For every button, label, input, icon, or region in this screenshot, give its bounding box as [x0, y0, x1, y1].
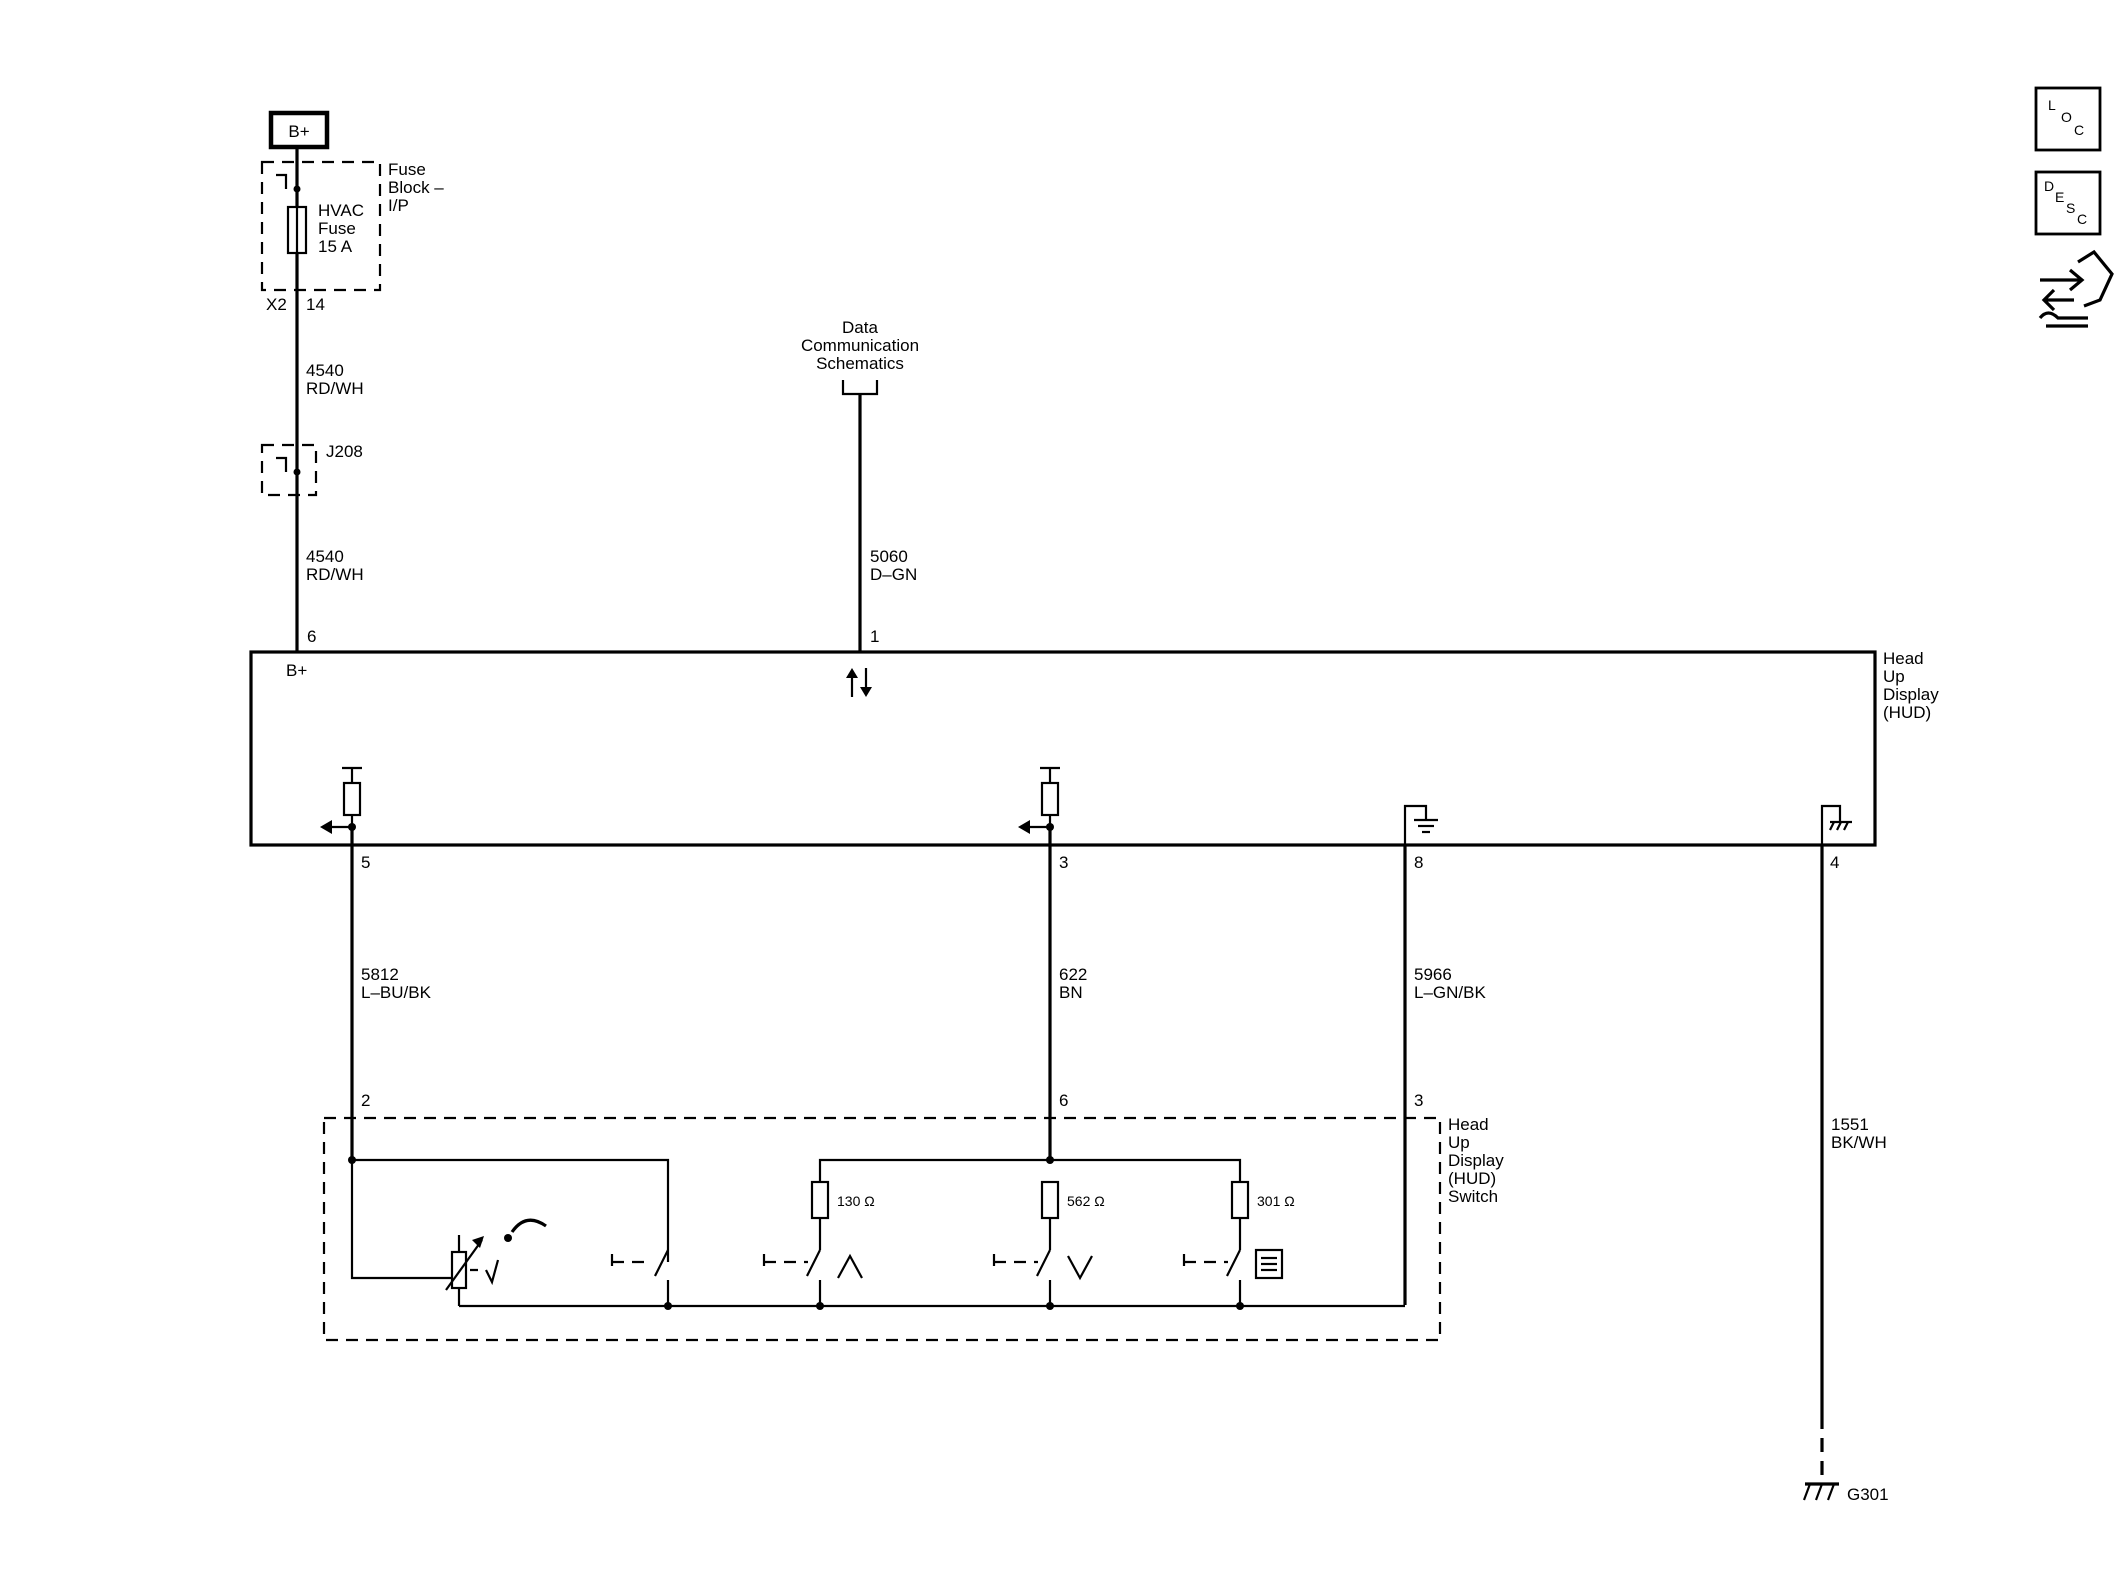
wire-5060-color: D–GN — [870, 565, 917, 584]
hud-switch: Head Up Display (HUD) Switch 2 6 3 — [322, 1091, 1504, 1342]
ground-g301-icon — [1802, 1482, 1839, 1501]
loc-letter-c: C — [2074, 122, 2084, 138]
splice-label: J208 — [326, 442, 363, 461]
wire-1551-circuit: 1551 — [1831, 1115, 1869, 1134]
hud-pin-6: 6 — [307, 627, 316, 646]
desc-letter-d: D — [2044, 178, 2054, 194]
hud-switch-label-4: (HUD) — [1448, 1169, 1496, 1188]
data-comm-label-2: Communication — [801, 336, 919, 355]
fuse-connector-label: X2 — [266, 295, 287, 314]
loc-letter-o: O — [2061, 109, 2072, 125]
wire-622-color: BN — [1059, 983, 1083, 1002]
loc-icon[interactable]: L O C — [2034, 86, 2102, 152]
data-comm-label-1: Data — [842, 318, 878, 337]
data-communication-reference: Data Communication Schematics 5060 D–GN — [801, 318, 919, 652]
hud-switch-pin-2: 2 — [361, 1091, 370, 1110]
pullup-resistor-pin5-icon — [320, 766, 362, 834]
dimmer-rheostat-icon — [445, 1218, 547, 1291]
hud-switch-label-2: Up — [1448, 1133, 1470, 1152]
hud-switch-pin-6: 6 — [1059, 1091, 1068, 1110]
hud-label-1: Head — [1883, 649, 1924, 668]
resistor-562-label: 562 Ω — [1067, 1193, 1105, 1209]
hud-label-2: Up — [1883, 667, 1905, 686]
ground-label: G301 — [1847, 1485, 1889, 1504]
chassis-ground-pin4-icon — [1820, 804, 1852, 845]
desc-letter-s: S — [2066, 200, 2075, 216]
hud-pin-4: 4 — [1830, 853, 1839, 872]
hud-bplus-label: B+ — [286, 661, 307, 680]
hud-switch-pin-3: 3 — [1414, 1091, 1423, 1110]
hud-pin-8: 8 — [1414, 853, 1423, 872]
hud-label-4: (HUD) — [1883, 703, 1931, 722]
fuse-label-2: Fuse — [318, 219, 356, 238]
pullup-resistor-pin3-icon — [1018, 766, 1060, 834]
hud-switch-label-5: Switch — [1448, 1187, 1498, 1206]
loc-letter-l: L — [2048, 97, 2056, 113]
down-switch-icon — [992, 1249, 1093, 1306]
hud-pin-3: 3 — [1059, 853, 1068, 872]
power-label: B+ — [288, 122, 309, 141]
resistor-130-label: 130 Ω — [837, 1193, 875, 1209]
fuse-label-1: HVAC — [318, 201, 364, 220]
wire-4540-upper-circuit: 4540 — [306, 361, 344, 380]
signal-ground-pin8-icon — [1403, 804, 1438, 845]
hud-pin-1: 1 — [870, 627, 879, 646]
fuse-pin-label: 14 — [306, 295, 325, 314]
fuse-block-label-1: Fuse — [388, 160, 426, 179]
hud-switch-label-1: Head — [1448, 1115, 1489, 1134]
hud-switch-label-3: Display — [1448, 1151, 1504, 1170]
hud-enable-switch-icon — [610, 1249, 670, 1306]
power-source-b-plus: B+ — [268, 110, 330, 150]
fuse-label-3: 15 A — [318, 237, 353, 256]
fuse-block: Fuse Block – I/P HVAC Fuse 15 A X2 14 — [260, 147, 444, 314]
wire-5966-color: L–GN/BK — [1414, 983, 1486, 1002]
wire-1551-color: BK/WH — [1831, 1133, 1887, 1152]
desc-letter-e: E — [2055, 189, 2064, 205]
wire-4540-lower-circuit: 4540 — [306, 547, 344, 566]
desc-icon[interactable]: D E S C — [2034, 170, 2102, 236]
wire-5812-circuit: 5812 — [361, 965, 399, 984]
wire-5812-color: L–BU/BK — [361, 983, 432, 1002]
resistor-301-label: 301 Ω — [1257, 1193, 1295, 1209]
wire-5060-circuit: 5060 — [870, 547, 908, 566]
hud-pin-5: 5 — [361, 853, 370, 872]
up-switch-icon — [762, 1249, 863, 1306]
serial-data-arrows-icon — [846, 668, 872, 697]
wire-4540-lower-color: RD/WH — [306, 565, 364, 584]
fuse-block-label-2: Block – — [388, 178, 444, 197]
desc-letter-c2: C — [2077, 211, 2087, 227]
hud-label-3: Display — [1883, 685, 1939, 704]
splice-j208: J208 — [260, 442, 363, 497]
connector-pinout-icon[interactable] — [2038, 249, 2114, 328]
hud-module: Head Up Display (HUD) 6 1 B+ — [249, 627, 1939, 872]
menu-switch-icon — [1182, 1248, 1284, 1306]
wire-4540-upper-color: RD/WH — [306, 379, 364, 398]
wire-5966-circuit: 5966 — [1414, 965, 1452, 984]
wire-622-circuit: 622 — [1059, 965, 1087, 984]
data-comm-label-3: Schematics — [816, 354, 904, 373]
fuse-block-label-3: I/P — [388, 196, 409, 215]
